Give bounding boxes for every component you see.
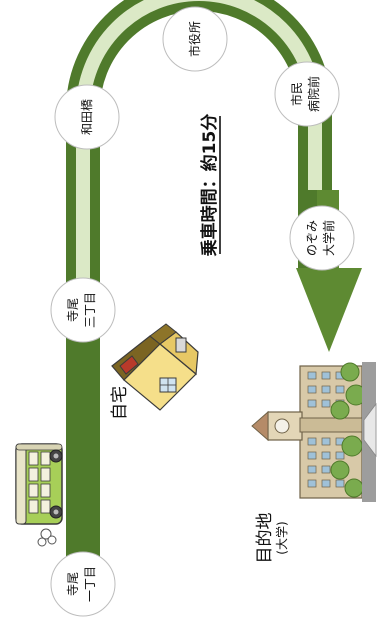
destination-label-text: 目的地 (255, 513, 275, 564)
home-label: 自宅 (110, 386, 130, 420)
stop-label-line1: 市民 (289, 82, 304, 106)
destination-label: 目的地 (大学) (255, 513, 289, 564)
home-label-text: 自宅 (110, 386, 130, 420)
ride-duration-label: 乗車時間：約15分 (199, 114, 221, 258)
university-icon (251, 362, 377, 502)
stop-label-line2: 一丁目 (83, 566, 97, 602)
stop-shiyakusho: 市役所 (162, 6, 228, 72)
stop-wadabashi: 和田橋 (54, 84, 120, 150)
duration-text: 乗車時間：約15分 (199, 114, 220, 258)
stop-label-line2: 病院前 (306, 76, 321, 112)
stop-label-line1: 市役所 (187, 21, 202, 57)
stop-tera-1chome: 寺尾 一丁目 (50, 551, 116, 617)
bus-icon (15, 443, 63, 547)
stop-label-line2: 大学前 (321, 220, 336, 256)
stop-tera-3chome: 寺尾 三丁目 (50, 277, 116, 343)
stop-label-line1: 和田橋 (80, 99, 94, 135)
stop-nozomi-daigakumae: のぞみ 大学前 (289, 205, 355, 271)
stop-label-line1: 寺尾 (66, 298, 80, 322)
stop-shimin-byoinmae: 市民 病院前 (274, 61, 340, 127)
stop-label-line1: 寺尾 (66, 572, 80, 596)
stop-label-line1: のぞみ (305, 220, 319, 256)
destination-sublabel-text: (大学) (274, 521, 289, 554)
stop-label-line2: 三丁目 (83, 292, 97, 328)
house-icon (111, 323, 199, 411)
